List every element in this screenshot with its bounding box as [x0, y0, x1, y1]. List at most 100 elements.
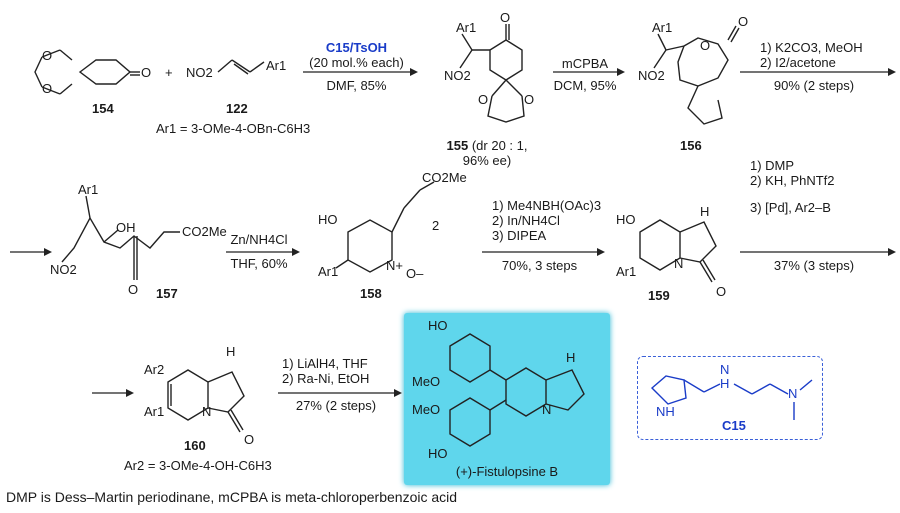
- compound-c15-label: C15: [722, 418, 746, 433]
- s4-yield: THF, 60%: [230, 256, 288, 271]
- atom-o-159: O: [716, 284, 727, 299]
- atom-ar1-159: Ar1: [616, 264, 637, 279]
- atom-ar1-157: Ar1: [78, 182, 99, 197]
- atom-n-160: N: [202, 404, 212, 419]
- structure-158: [335, 181, 435, 273]
- catalyst-c15-box: [637, 356, 823, 440]
- atom-o-155b: O: [478, 92, 489, 107]
- arrow-head-3: [888, 68, 896, 76]
- atom-ominus-158: O–: [406, 266, 424, 281]
- structure-154: [34, 49, 140, 95]
- atom-no2-156: NO2: [638, 68, 665, 83]
- structure-156: [653, 25, 740, 125]
- s2-solvent: DCM, 95%: [553, 78, 617, 93]
- atom-ho-158: HO: [318, 212, 338, 227]
- atom-no2-157: NO2: [50, 262, 77, 277]
- atom-h-160: H: [226, 344, 236, 359]
- compound-154-label: 154: [92, 101, 114, 116]
- atom-ar1-158: Ar1: [318, 264, 339, 279]
- arrow-head-1: [410, 68, 418, 76]
- arrow-head-2: [617, 68, 625, 76]
- s7-line1: 1) LiAlH4, THF: [282, 356, 368, 371]
- atom-n-product: N: [542, 402, 552, 417]
- atom-o-157: O: [128, 282, 139, 297]
- atom-ar1-160: Ar1: [144, 404, 165, 419]
- compound-156-label: 156: [680, 138, 702, 153]
- product-highlight-box: [404, 313, 610, 485]
- atom-n2-c15: N: [788, 386, 798, 401]
- atom-no2-155: NO2: [444, 68, 471, 83]
- atom-co2me-158: CO2Me: [422, 170, 467, 185]
- s7-line2: 2) Ra-Ni, EtOH: [282, 371, 370, 386]
- atom-h-159: H: [700, 204, 710, 219]
- structure-157: [61, 195, 180, 280]
- atom-no2-122: NO2: [186, 65, 213, 80]
- s7-yield: 27% (2 steps): [295, 398, 377, 413]
- atom-n-c15: N: [720, 362, 730, 377]
- s6-yield: 37% (3 steps): [773, 258, 855, 273]
- atom-ar2-160: Ar2: [144, 362, 165, 377]
- s6-line3: 3) [Pd], Ar2–B: [750, 200, 831, 215]
- atom-oh-157: OH: [116, 220, 136, 235]
- s6-line2: 2) KH, PhNTf2: [750, 173, 835, 188]
- ar2-definition: Ar2 = 3-OMe-4-OH-C6H3: [124, 458, 272, 473]
- ar1-definition: Ar1 = 3-OMe-4-OBn-C6H3: [156, 121, 311, 136]
- structure-fistulopsine-b: [449, 333, 585, 447]
- s5-yield: 70%, 3 steps: [501, 258, 578, 273]
- atom-nh-c15: NH: [656, 404, 675, 419]
- atom-2-158: 2: [432, 218, 440, 233]
- s2-reagent: mCPBA: [561, 56, 609, 71]
- atom-o-156: O: [738, 14, 749, 29]
- compound-155-dr: (dr 20 : 1,: [471, 138, 528, 153]
- atom-ho-product-a: HO: [428, 318, 448, 333]
- atom-ar1-155: Ar1: [456, 20, 477, 35]
- compound-122-label: 122: [226, 101, 248, 116]
- compound-160-label: 160: [184, 438, 206, 453]
- s3-yield: 90% (2 steps): [773, 78, 855, 93]
- structure-122: [217, 59, 265, 75]
- atom-h-c15: H: [720, 376, 730, 391]
- arrow-head-5: [292, 248, 300, 256]
- atom-meo-product-a: MeO: [412, 374, 441, 389]
- footnote: DMP is Dess–Martin periodinane, mCPBA is…: [6, 489, 458, 505]
- atom-ar1-122: Ar1: [266, 58, 287, 73]
- atom-n-159: N: [674, 256, 684, 271]
- atom-ar1-156: Ar1: [652, 20, 673, 35]
- atom-ho-product-b: HO: [428, 446, 448, 461]
- plus-sign: +: [165, 65, 173, 80]
- atom-o-154b: O: [42, 81, 53, 96]
- arrow-head-9: [394, 389, 402, 397]
- arrow-head-6: [597, 248, 605, 256]
- atom-o-156b: O: [700, 38, 711, 53]
- atom-o-154c: O: [141, 65, 152, 80]
- compound-157-label: 157: [156, 286, 178, 301]
- product-name: (+)-Fistulopsine B: [455, 464, 559, 479]
- s5-line3: 3) DIPEA: [492, 228, 547, 243]
- atom-ho-159: HO: [616, 212, 636, 227]
- atom-o-155c: O: [524, 92, 535, 107]
- atom-nplus-158: N+: [386, 258, 403, 273]
- atom-meo-product-b: MeO: [412, 402, 441, 417]
- structure-160: [167, 369, 245, 433]
- atom-o-154a: O: [42, 48, 53, 63]
- compound-155-ee: 96% ee): [462, 153, 512, 168]
- atom-h-product: H: [566, 350, 576, 365]
- s1-catalyst: C15/TsOH: [325, 40, 388, 55]
- structure-155: [459, 24, 525, 123]
- structure-159: [639, 219, 717, 283]
- atom-o-155: O: [500, 10, 511, 25]
- structure-c15: [650, 375, 813, 420]
- s1-solvent: DMF, 85%: [326, 78, 387, 93]
- s4-reagent: Zn/NH4Cl: [230, 232, 288, 247]
- arrow-head-7: [888, 248, 896, 256]
- compound-155-label: 155: [446, 138, 469, 153]
- s3-line2: 2) I2/acetone: [760, 55, 836, 70]
- arrow-head-4: [44, 248, 52, 256]
- compound-158-label: 158: [360, 286, 382, 301]
- atom-co2me-157: CO2Me: [182, 224, 227, 239]
- s3-line1: 1) K2CO3, MeOH: [760, 40, 863, 55]
- compound-159-label: 159: [648, 288, 670, 303]
- s5-line2: 2) In/NH4Cl: [492, 213, 560, 228]
- arrow-head-8: [126, 389, 134, 397]
